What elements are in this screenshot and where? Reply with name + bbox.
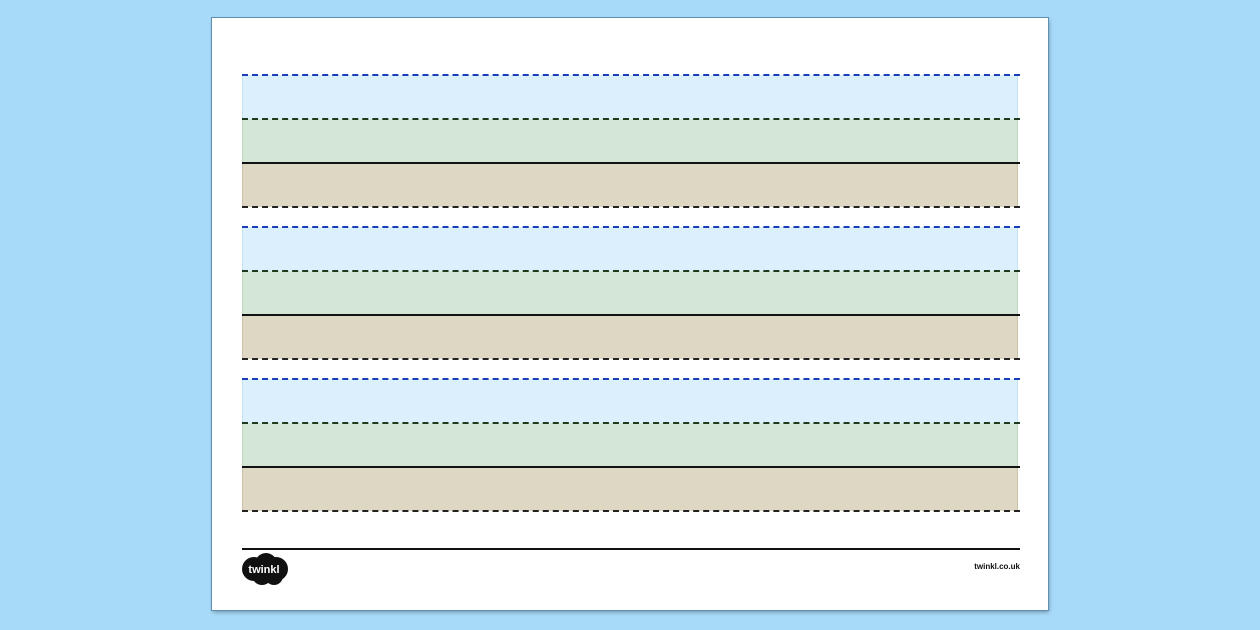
- worksheet-sheet: twinkl twinkl.co.uk: [212, 18, 1048, 610]
- descender-band: [242, 163, 1018, 207]
- x-height-band: [242, 119, 1018, 163]
- descender-line: [242, 358, 1020, 360]
- x-height-band: [242, 423, 1018, 467]
- top-line: [242, 74, 1020, 76]
- descender-band: [242, 467, 1018, 511]
- line-set-3: [242, 378, 1020, 512]
- midline: [242, 118, 1020, 120]
- twinkl-cloud-logo-icon: twinkl: [242, 553, 288, 585]
- footer-rule: [242, 548, 1020, 550]
- handwriting-lines: [242, 74, 1020, 512]
- ascender-band: [242, 227, 1018, 271]
- baseline: [242, 162, 1020, 164]
- x-height-band: [242, 271, 1018, 315]
- baseline: [242, 466, 1020, 468]
- line-set-2: [242, 226, 1020, 360]
- site-url: twinkl.co.uk: [974, 562, 1020, 571]
- line-set-1: [242, 74, 1020, 208]
- baseline: [242, 314, 1020, 316]
- midline: [242, 422, 1020, 424]
- ascender-band: [242, 75, 1018, 119]
- logo-wordmark: twinkl: [248, 564, 279, 576]
- ascender-band: [242, 379, 1018, 423]
- logo-cloud-shape: [242, 553, 288, 585]
- descender-line: [242, 510, 1020, 512]
- top-line: [242, 226, 1020, 228]
- top-line: [242, 378, 1020, 380]
- descender-line: [242, 206, 1020, 208]
- midline: [242, 270, 1020, 272]
- descender-band: [242, 315, 1018, 359]
